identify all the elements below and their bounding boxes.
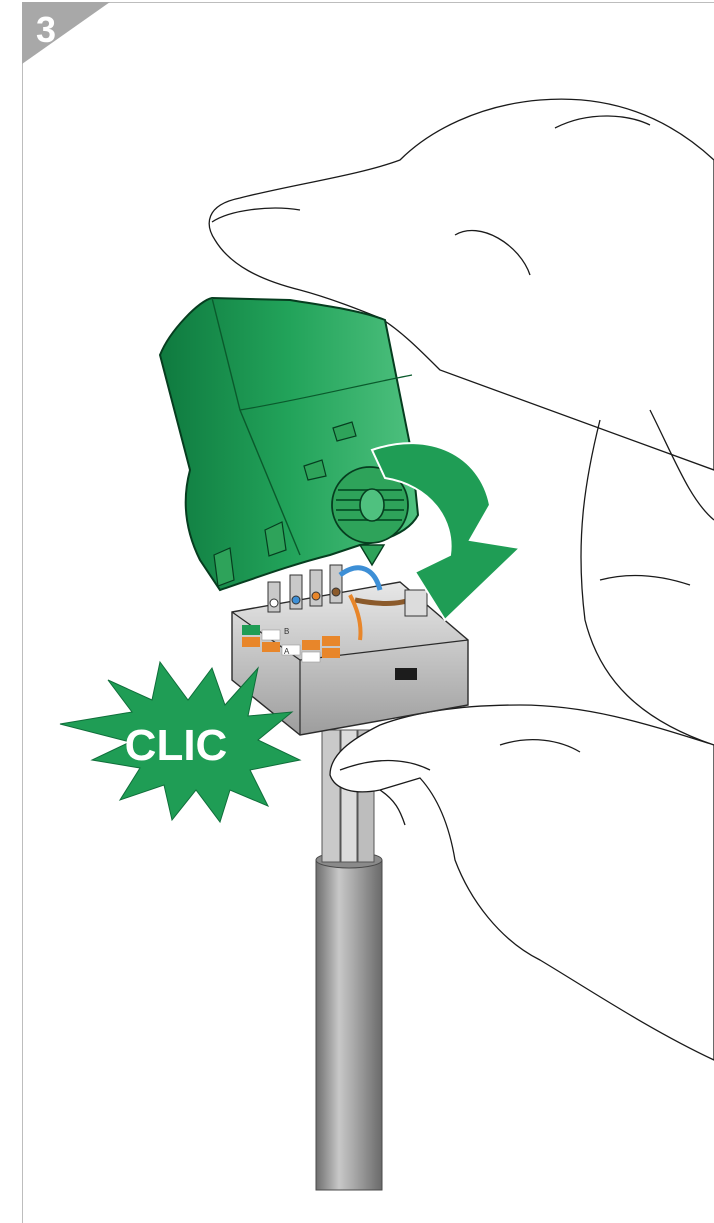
clic-label: CLIC [125,721,228,770]
cable [316,730,382,1190]
lower-hand [330,705,714,1060]
pin-label-b: B [284,627,289,636]
green-cap [160,298,418,590]
pin-label-a: A [284,647,290,656]
